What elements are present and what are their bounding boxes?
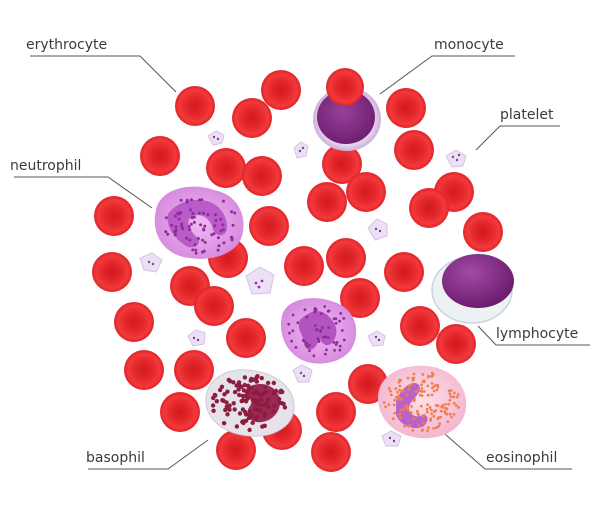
erythrocyte-cell — [436, 324, 476, 364]
erythrocyte-cell — [307, 182, 347, 222]
platelet-cell — [245, 266, 275, 295]
eosinophil-cell — [378, 365, 467, 439]
erythrocyte-cell — [346, 172, 386, 212]
platelet-cell — [207, 130, 225, 146]
erythrocyte-cell — [400, 306, 440, 346]
label-basophil: basophil — [86, 450, 145, 466]
leader-erythrocyte — [30, 55, 177, 93]
erythrocyte-cell — [174, 350, 214, 390]
erythrocyte-cell — [386, 88, 426, 128]
labels: erythrocyte monocyte platelet neutrophil… — [10, 37, 578, 466]
erythrocyte-cell — [160, 392, 200, 432]
label-eosinophil: eosinophil — [486, 450, 557, 466]
label-neutrophil: neutrophil — [10, 158, 81, 174]
erythrocyte-cell — [409, 188, 449, 228]
platelet-cell — [367, 330, 386, 347]
erythrocyte-cell — [216, 430, 256, 470]
neutrophil-cell — [154, 186, 244, 259]
erythrocyte-cell — [326, 68, 364, 106]
platelet-cells — [139, 130, 467, 447]
erythrocyte-cell — [114, 302, 154, 342]
erythrocyte-cell — [140, 136, 180, 176]
label-lymphocyte: lymphocyte — [496, 326, 578, 342]
neutrophil-cell — [280, 298, 357, 364]
lymphocyte-cell — [431, 254, 514, 324]
platelet-cell — [292, 364, 313, 383]
erythrocyte-cell — [124, 350, 164, 390]
erythrocyte-cell — [175, 86, 215, 126]
erythrocyte-cell — [316, 392, 356, 432]
erythrocyte-cell — [340, 278, 380, 318]
erythrocyte-cell — [194, 286, 234, 326]
basophil-cell — [205, 369, 295, 437]
erythrocyte-cell — [232, 98, 272, 138]
label-platelet: platelet — [500, 107, 554, 123]
platelet-cell — [139, 252, 163, 273]
erythrocyte-cell — [311, 432, 351, 472]
erythrocyte-cell — [322, 144, 362, 184]
erythrocyte-cell — [261, 70, 301, 110]
erythrocyte-cell — [226, 318, 266, 358]
label-monocyte: monocyte — [434, 37, 504, 53]
monocyte-cell — [313, 87, 381, 151]
leader-lines — [14, 55, 590, 470]
platelet-cell — [381, 430, 402, 447]
label-erythrocyte: erythrocyte — [26, 37, 107, 53]
erythrocyte-cell — [284, 246, 324, 286]
leader-eosinophil — [437, 427, 572, 470]
leader-neutrophil — [14, 176, 153, 209]
leader-lymphocyte — [477, 325, 590, 346]
leader-basophil — [88, 439, 209, 470]
platelet-cell — [445, 149, 467, 168]
erythrocyte-cell — [463, 212, 503, 252]
leader-platelet — [475, 125, 560, 151]
leader-monocyte — [379, 55, 515, 95]
erythrocyte-cell — [92, 252, 132, 292]
erythrocyte-cell — [242, 156, 282, 196]
erythrocyte-cells — [92, 70, 503, 472]
erythrocyte-cell — [326, 238, 366, 278]
erythrocyte-cell — [394, 130, 434, 170]
erythrocyte-cell — [249, 206, 289, 246]
erythrocyte-cell — [348, 364, 388, 404]
platelet-cell — [367, 218, 388, 241]
erythrocyte-cell — [94, 196, 134, 236]
platelet-cell — [187, 329, 206, 347]
platelet-cell — [293, 141, 309, 159]
erythrocyte-cell — [384, 252, 424, 292]
erythrocyte-cell — [206, 148, 246, 188]
